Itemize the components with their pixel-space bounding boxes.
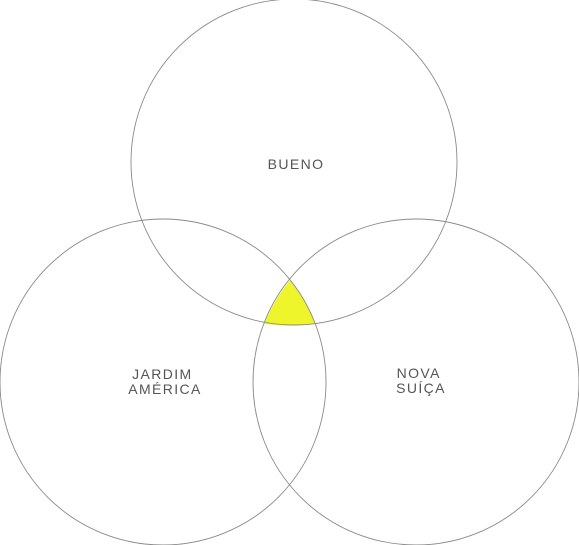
label-jardim-america-line-1: JARDIM	[132, 366, 193, 382]
triple-intersection-highlight	[264, 280, 316, 326]
circle-nova-suica	[252, 218, 579, 545]
label-nova-suica-line-1: NOVA	[397, 365, 440, 381]
circle-jardim-america	[0, 218, 327, 545]
circle-bueno	[130, 0, 458, 326]
label-jardim-america: JARDIM AMÉRICA	[128, 366, 202, 397]
label-nova-suica: NOVA SUÍÇA	[396, 365, 446, 396]
label-jardim-america-line-2: AMÉRICA	[128, 381, 202, 397]
label-bueno-line-1: BUENO	[268, 156, 325, 172]
label-nova-suica-line-2: SUÍÇA	[396, 380, 446, 396]
label-bueno: BUENO	[268, 156, 325, 172]
